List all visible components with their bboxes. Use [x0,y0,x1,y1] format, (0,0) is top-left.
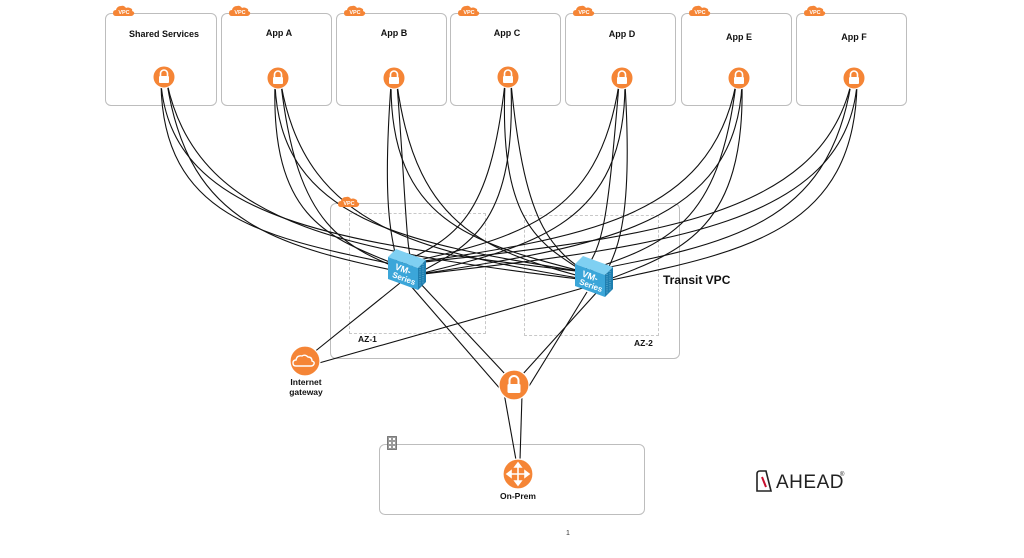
vpc-label-shared-services: Shared Services [128,29,200,39]
vpn-tunnel-line [274,83,398,266]
transit-gateway-lock-icon [498,369,530,401]
vpn-gateway-lock-icon [727,66,751,90]
internet-gateway-label: Internet gateway [276,377,336,397]
vpc-cloud-icon: VPC [229,5,251,16]
vpc-cloud-icon: VPC [338,196,360,207]
vpn-tunnel-line [396,83,852,266]
vpn-gateway-lock-icon [382,66,406,90]
vpn-tunnel-line [503,82,585,273]
vpc-tag-label: VPC [463,10,474,16]
vpn-tunnel-line [280,83,603,283]
internet-gateway-line1: Internet [290,377,322,387]
vpn-gateway-lock-icon [266,66,290,90]
vpc-tag-label: VPC [694,10,705,16]
vpn-tunnel-line [166,82,416,276]
vpc-label-app-c: App C [493,28,521,38]
vpn-gateway-lock-icon [496,65,520,89]
vpc-cloud-icon: VPC [689,5,711,16]
igw-link-line [312,282,401,354]
internet-gateway-cloud-icon [289,345,321,377]
ahead-logo-text: AHEAD [776,472,844,493]
vpc-app-e [681,13,792,106]
az-2-box [524,215,659,336]
vpn-tunnel-line [414,83,743,276]
vpc-tag-label: VPC [349,10,360,16]
vpc-label-app-b: App B [380,28,408,38]
vpc-tag-label: VPC [234,10,245,16]
igw-link-line [318,287,584,364]
vpc-cloud-icon: VPC [113,5,135,16]
vpn-tunnel-line [160,82,585,273]
vpn-tunnel-line [396,83,603,283]
ahead-logo-mark-icon [756,470,773,492]
onprem-link-line [519,394,523,461]
vpc-tag-label: VPC [118,10,129,16]
az-1-box [349,213,486,334]
onprem-label: On-Prem [500,491,536,501]
building-icon [387,436,397,450]
vpc-tag-label: VPC [809,10,820,16]
transit-vpc-label: Transit VPC [663,273,731,287]
vpn-tunnel-line [390,83,585,273]
vpc-cloud-icon: VPC [458,5,480,16]
vpc-cloud-icon: VPC [573,5,595,16]
onprem-link-line [503,392,517,461]
vpc-label-app-e: App E [726,32,752,42]
vpn-tunnel-line [166,82,603,283]
vpc-label-app-f: App F [841,32,867,42]
vpc-tag-label: VPC [343,201,354,207]
page-number: 1 [566,530,570,537]
vpc-app-d [565,13,676,106]
ahead-logo-registered: ® [840,472,845,478]
vpn-tunnel-line [583,83,852,273]
vpn-tunnel-line [396,83,737,266]
vm-series-firewall-az1-icon: VM-Series [388,249,426,290]
vpc-cloud-icon: VPC [804,5,826,16]
vpn-tunnel-line [414,82,512,276]
vpn-tunnel-line [396,83,620,266]
vpc-label-app-d: App D [608,29,636,39]
vpn-tunnel-line [601,83,743,283]
az-1-label: AZ-1 [358,334,377,344]
vpn-gateway-lock-icon [842,66,866,90]
vpn-tunnel-line [274,83,585,273]
vpn-gateway-lock-icon [610,66,634,90]
vpc-app-a [221,13,332,106]
router-icon [502,458,534,490]
vpn-tunnel-line [601,83,858,283]
vpn-tunnel-line [396,82,506,266]
az-2-label: AZ-2 [634,338,653,348]
vpn-tunnel-line [583,83,737,273]
vm-series-firewall-az2-icon: VM-Series [575,256,613,297]
tgw-link-line [409,284,503,392]
tgw-link-line [525,291,588,392]
vpc-app-f [796,13,907,106]
vpn-tunnel-line [414,83,626,276]
tgw-link-line [521,291,598,376]
vpc-label-app-a: App A [265,28,293,38]
vpn-tunnel-line [414,83,858,276]
vpc-cloud-icon: VPC [344,5,366,16]
tgw-link-line [417,280,507,376]
vpn-gateway-lock-icon [152,65,176,89]
vpc-app-c [450,13,561,106]
vpc-tag-label: VPC [578,10,589,16]
internet-gateway-line2: gateway [289,387,323,397]
vpn-tunnel-line [160,82,398,266]
